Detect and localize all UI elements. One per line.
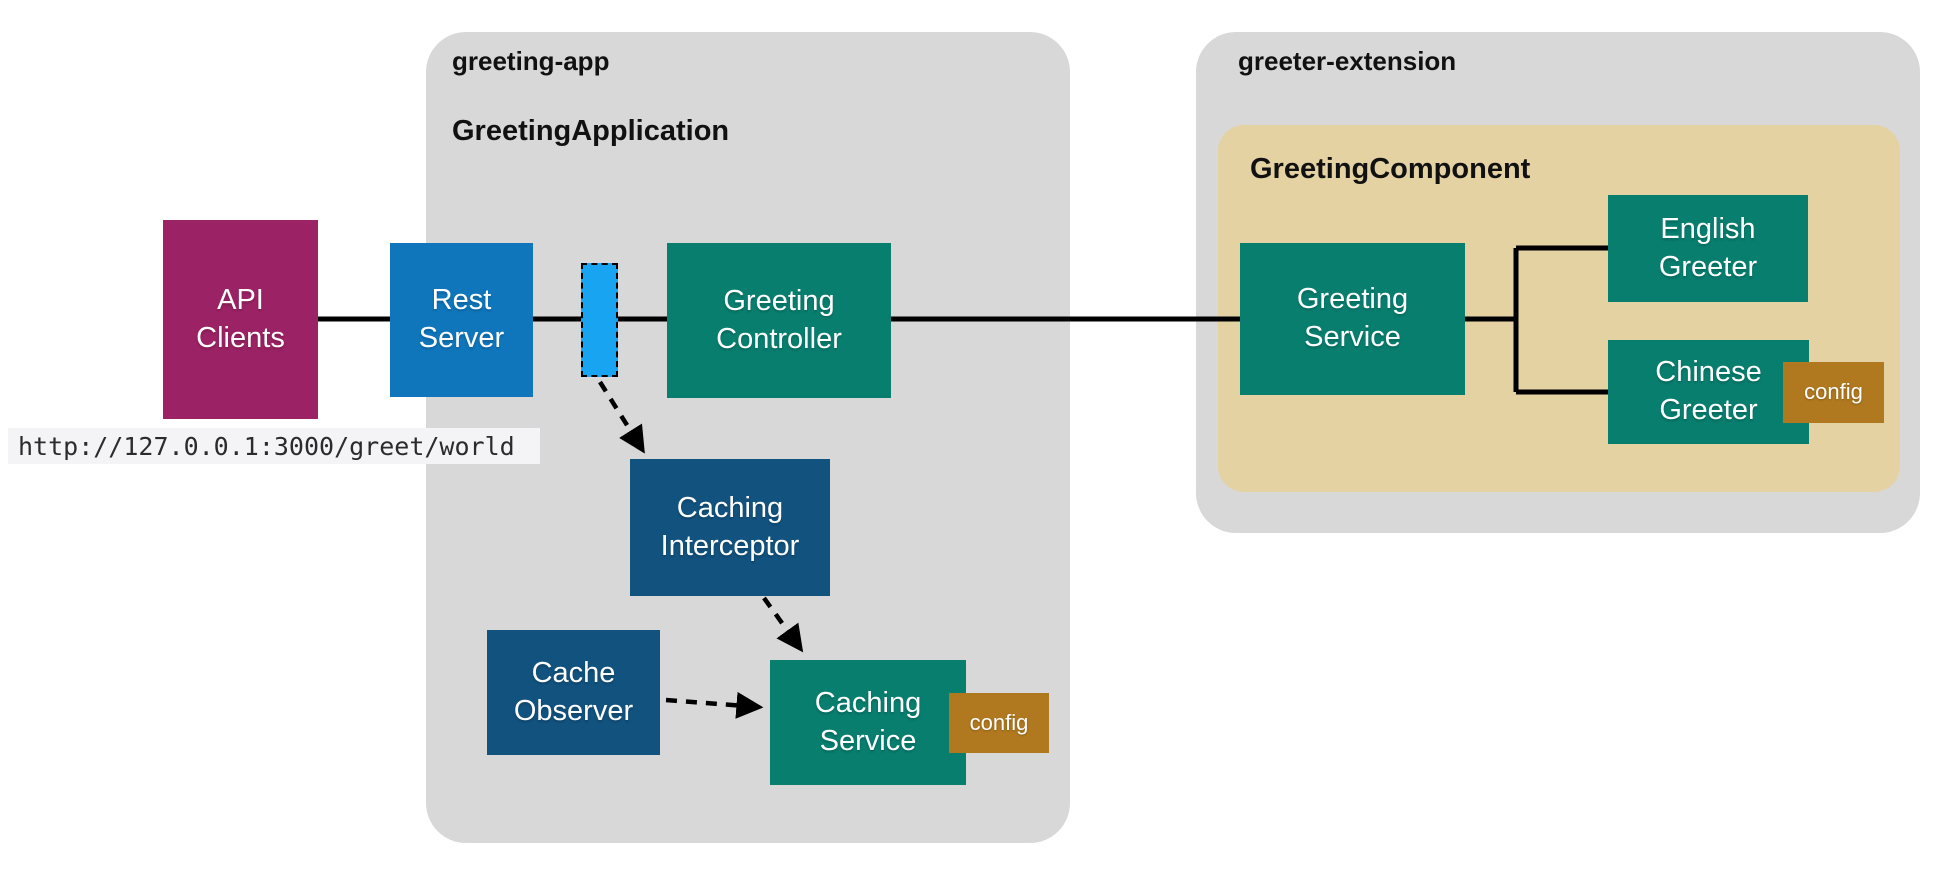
greeter-extension-title: greeter-extension bbox=[1238, 46, 1457, 76]
greeting-app-title: greeting-app bbox=[452, 46, 610, 76]
chinese-greeter-config-tag: config bbox=[1783, 362, 1884, 423]
rest-server-node: Rest Server bbox=[390, 243, 533, 397]
arrow-interceptor-to-service bbox=[762, 596, 804, 653]
arrow-marker-to-interceptor bbox=[598, 380, 645, 454]
greeting-controller-node: Greeting Controller bbox=[667, 243, 891, 398]
caching-interceptor-node: Caching Interceptor bbox=[630, 459, 830, 596]
api-clients-node: API Clients bbox=[163, 220, 318, 419]
arrow-observer-to-service bbox=[665, 691, 764, 719]
cache-observer-node: Cache Observer bbox=[487, 630, 660, 755]
chinese-greeter-label: Chinese Greeter bbox=[1655, 356, 1762, 426]
service-bracket bbox=[1465, 245, 1608, 395]
request-url-label: http://127.0.0.1:3000/greet/world bbox=[8, 428, 540, 464]
caching-service-config-tag: config bbox=[949, 693, 1049, 753]
interceptor-point-marker bbox=[581, 263, 618, 377]
greeting-application-title: GreetingApplication bbox=[452, 115, 730, 147]
caching-service-label: Caching Service bbox=[814, 686, 922, 757]
chinese-greeter-node: Chinese Greeter config bbox=[1608, 340, 1884, 444]
caching-service-node: Caching Service config bbox=[770, 660, 1049, 785]
english-greeter-node: English Greeter bbox=[1608, 195, 1808, 302]
greeting-service-node: Greeting Service bbox=[1240, 243, 1465, 395]
greeting-component-title: GreetingComponent bbox=[1250, 153, 1531, 185]
